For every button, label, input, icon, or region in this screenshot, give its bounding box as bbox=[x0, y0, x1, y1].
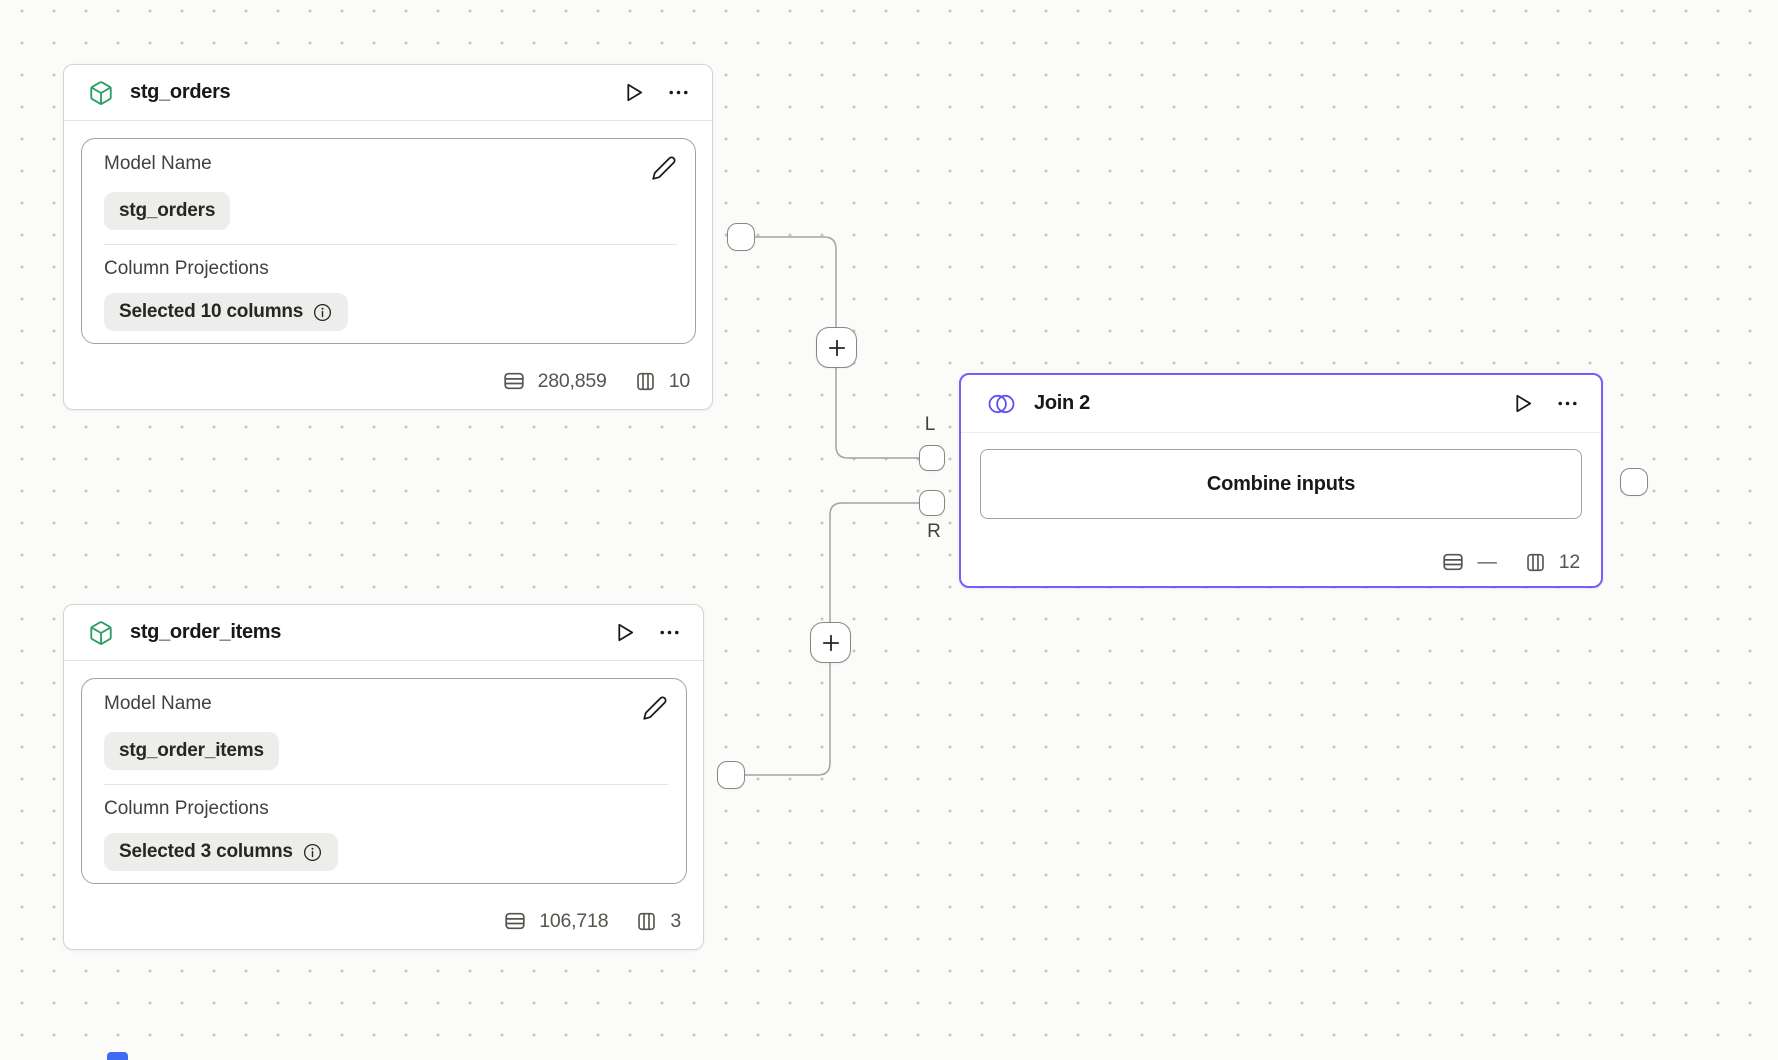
info-icon[interactable] bbox=[312, 302, 333, 323]
row-count-icon bbox=[1443, 553, 1464, 571]
node-header: stg_orders bbox=[64, 65, 712, 121]
column-projections-value: Selected 10 columns bbox=[119, 301, 304, 322]
model-cube-icon bbox=[90, 620, 112, 645]
join-right-input-port[interactable] bbox=[919, 490, 945, 516]
model-name-value: stg_order_items bbox=[119, 740, 264, 761]
stg-order-items-output-port[interactable] bbox=[717, 761, 745, 789]
column-count-icon bbox=[1526, 553, 1544, 571]
node-stats: 280,859 10 bbox=[502, 369, 690, 393]
edit-model-name-button[interactable] bbox=[642, 695, 668, 721]
column-count-icon bbox=[638, 912, 656, 930]
node-title: stg_order_items bbox=[130, 621, 282, 643]
model-name-value: stg_orders bbox=[119, 200, 216, 221]
join-left-port-label: L bbox=[924, 414, 936, 435]
stg-orders-output-port[interactable] bbox=[727, 223, 755, 251]
model-cube-icon bbox=[90, 80, 112, 105]
scroll-indicator bbox=[107, 1052, 128, 1060]
column-projections-value: Selected 3 columns bbox=[119, 841, 293, 862]
node-header: Join 2 bbox=[961, 375, 1601, 433]
plus-icon bbox=[828, 339, 845, 356]
node-header: stg_order_items bbox=[64, 605, 703, 661]
node-stg-orders[interactable]: stg_orders Model Name stg_orders bbox=[63, 64, 713, 410]
run-node-button[interactable] bbox=[1510, 391, 1535, 416]
row-count-icon bbox=[503, 372, 524, 390]
column-count-icon bbox=[636, 372, 654, 390]
node-config-card: Model Name stg_orders Column Projections… bbox=[81, 138, 696, 344]
join-left-input-port[interactable] bbox=[919, 445, 945, 471]
row-count: 106,718 bbox=[539, 909, 609, 932]
column-count: 12 bbox=[1558, 550, 1580, 573]
node-menu-button[interactable] bbox=[666, 80, 691, 105]
add-node-on-edge-button-top[interactable] bbox=[816, 327, 857, 368]
column-projections-chip[interactable]: Selected 10 columns bbox=[104, 293, 349, 331]
node-stats: 106,718 3 bbox=[503, 909, 681, 933]
column-projections-label: Column Projections bbox=[104, 798, 269, 819]
row-count: 280,859 bbox=[537, 369, 607, 392]
edit-model-name-button[interactable] bbox=[651, 155, 677, 181]
row-count-icon bbox=[505, 912, 525, 930]
node-menu-button[interactable] bbox=[1555, 391, 1580, 416]
column-projections-chip[interactable]: Selected 3 columns bbox=[104, 833, 338, 871]
model-name-label: Model Name bbox=[104, 153, 212, 174]
model-name-chip: stg_order_items bbox=[104, 732, 279, 770]
join-icon bbox=[988, 394, 1015, 413]
node-join-2[interactable]: Join 2 Combine inputs — bbox=[959, 373, 1603, 588]
divider bbox=[104, 784, 668, 785]
column-count: 3 bbox=[670, 909, 681, 932]
node-config-card: Model Name stg_order_items Column Projec… bbox=[81, 678, 687, 884]
node-title: Join 2 bbox=[1034, 392, 1090, 414]
node-title: stg_orders bbox=[130, 81, 231, 103]
model-name-chip: stg_orders bbox=[104, 192, 231, 230]
node-stats: — 12 bbox=[1441, 550, 1580, 574]
plus-icon bbox=[822, 634, 839, 651]
join-output-port[interactable] bbox=[1620, 468, 1648, 496]
info-icon[interactable] bbox=[302, 842, 323, 863]
run-node-button[interactable] bbox=[621, 80, 646, 105]
model-name-label: Model Name bbox=[104, 693, 212, 714]
divider bbox=[104, 244, 677, 245]
run-node-button[interactable] bbox=[612, 620, 637, 645]
add-node-on-edge-button-bottom[interactable] bbox=[810, 622, 851, 663]
node-menu-button[interactable] bbox=[657, 620, 682, 645]
combine-inputs-label: Combine inputs bbox=[1206, 472, 1356, 495]
row-count: — bbox=[1477, 550, 1497, 573]
node-stg-order-items[interactable]: stg_order_items Model Name stg_order_ite bbox=[63, 604, 704, 950]
column-projections-label: Column Projections bbox=[104, 258, 269, 279]
column-count: 10 bbox=[668, 369, 690, 392]
join-right-port-label: R bbox=[927, 521, 941, 542]
combine-inputs-button[interactable]: Combine inputs bbox=[980, 449, 1582, 519]
